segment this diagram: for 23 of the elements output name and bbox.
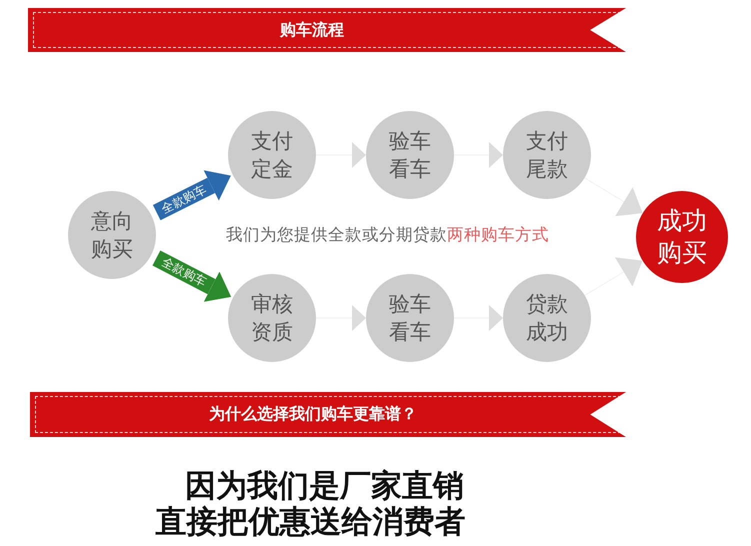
ribbon-banner: 为什么选择我们购车更靠谱？ (30, 392, 626, 437)
block-arrow (152, 250, 232, 302)
chevron-arrow (316, 305, 366, 331)
chevron-arrow (584, 177, 643, 216)
step-circle: 支付尾款 (503, 111, 591, 199)
chevron-arrow (584, 257, 643, 296)
step-circle: 贷款成功 (503, 274, 591, 362)
chevron-arrow (316, 142, 366, 168)
slogan-text: 因为我们是厂家直销直接把优惠送给消费者 (154, 468, 467, 540)
step-circle: 验车看车 (366, 111, 454, 199)
step-circle: 意向购买 (68, 191, 156, 279)
edge-label: 全款购车 (158, 254, 210, 291)
step-circle: 审核资质 (228, 274, 316, 362)
step-circle: 支付定金 (228, 111, 316, 199)
goal-circle: 成功购买 (636, 191, 728, 283)
note-text: 我们为您提供全款或分期贷款 (226, 225, 447, 244)
ribbon-banner: 购车流程 (28, 8, 626, 52)
chevron-arrow (454, 142, 503, 168)
step-circle: 验车看车 (366, 274, 454, 362)
edge-label: 全款购车 (158, 180, 210, 218)
note-text: 两种购车方式 (447, 225, 549, 244)
chevron-arrow (454, 305, 503, 331)
block-arrow (152, 170, 231, 220)
